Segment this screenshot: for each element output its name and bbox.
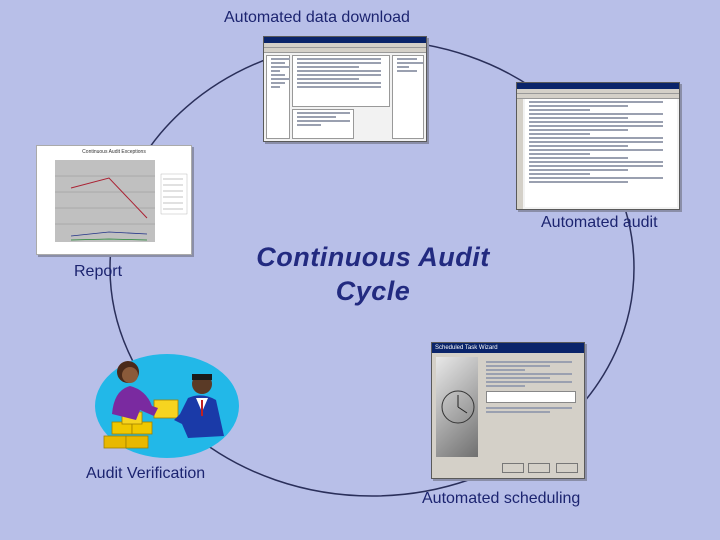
wizard-thumb-title: Scheduled Task Wizard — [432, 343, 584, 353]
person-woman-icon — [112, 361, 158, 420]
label-automated-data-download: Automated data download — [224, 9, 410, 26]
audit-verification-clipart — [95, 354, 239, 458]
title-line-2: Cycle — [335, 276, 411, 306]
diagram-title: Continuous Audit Cycle — [248, 240, 498, 308]
wizard-next-button — [528, 463, 550, 473]
chart-thumb-title: Continuous Audit Exceptions — [82, 149, 146, 155]
data-download-screenshot — [263, 36, 427, 142]
scheduling-wizard-screenshot: Scheduled Task Wizard — [431, 342, 585, 479]
label-automated-scheduling: Automated scheduling — [422, 490, 581, 507]
label-audit-verification: Audit Verification — [86, 465, 206, 482]
title-line-1: Continuous Audit — [256, 242, 490, 272]
clock-graphic-icon — [441, 390, 475, 424]
person-man-icon — [174, 374, 224, 438]
label-report: Report — [74, 263, 123, 280]
report-chart-thumbnail: Continuous Audit Exceptions — [36, 145, 192, 255]
wizard-back-button — [502, 463, 524, 473]
wizard-cancel-button — [556, 463, 578, 473]
chart-thumb-plot — [55, 160, 188, 242]
label-automated-audit: Automated audit — [541, 214, 658, 231]
automated-audit-screenshot — [516, 82, 680, 210]
